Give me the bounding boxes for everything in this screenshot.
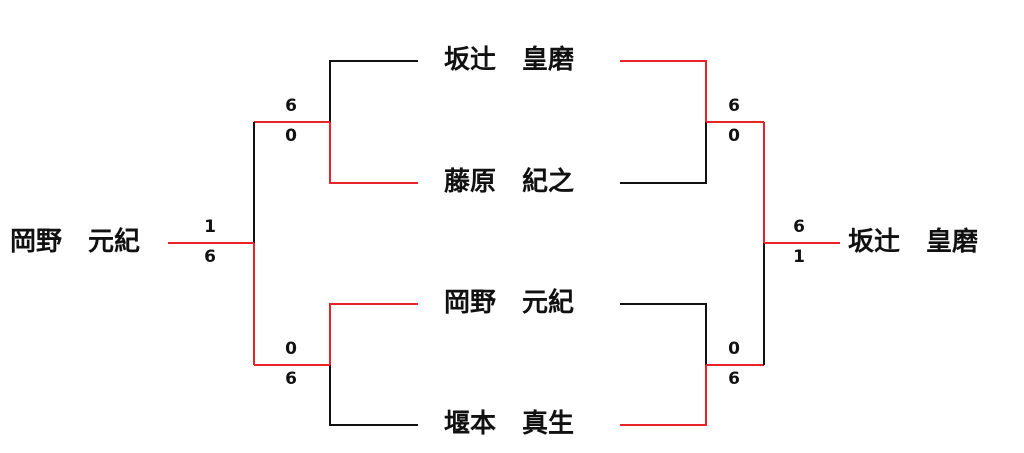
player-3-name: 岡野 元紀: [444, 288, 575, 318]
right-winner-name: 坂辻 皇磨: [848, 227, 979, 257]
left-p3-line: [329, 303, 418, 365]
right-final-upper-score: 6: [793, 217, 805, 237]
left-semi-top-upper-score: 6: [285, 96, 297, 116]
left-semi-bottom-upper-score: 0: [285, 339, 297, 359]
left-winner-name: 岡野 元紀: [10, 227, 141, 257]
right-semi-top-upper-score: 6: [728, 96, 740, 116]
right-semi-top-lower-score: 0: [728, 126, 740, 146]
left-final-lower-score: 6: [204, 247, 216, 267]
right-p3-line: [620, 303, 707, 365]
left-p1-line: [329, 60, 418, 122]
left-final-upper-score: 1: [204, 217, 216, 237]
left-p4-line: [329, 365, 418, 426]
player-2-name: 藤原 紀之: [444, 167, 575, 197]
right-semi-bottom-upper-score: 0: [728, 339, 740, 359]
right-semi-bottom-lower-score: 6: [728, 369, 740, 389]
left-p2-line: [329, 122, 418, 184]
player-4-name: 堰本 真生: [444, 409, 575, 439]
right-final-lower-score: 1: [793, 247, 805, 267]
right-p1-line: [620, 60, 707, 122]
player-1-name: 坂辻 皇磨: [444, 45, 575, 75]
right-p2-line: [620, 122, 707, 184]
right-p4-line: [620, 365, 707, 426]
left-semi-bottom-lower-score: 6: [285, 369, 297, 389]
left-semi-top-lower-score: 0: [285, 126, 297, 146]
